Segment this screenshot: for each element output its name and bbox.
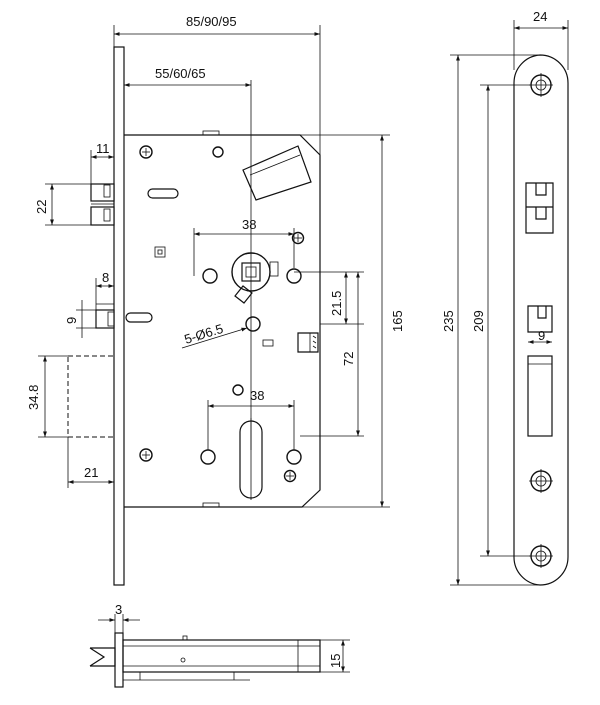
dim-handle-backset: 55/60/65 <box>155 66 206 81</box>
dim-deadlatch-projection: 8 <box>102 270 109 285</box>
cross-screw-icon <box>291 231 305 245</box>
deadlatch-opening <box>527 305 553 333</box>
dim-faceplate-length: 235 <box>441 310 456 332</box>
dim-bolt-throw: 21 <box>84 465 98 480</box>
dim-slot-width: 9 <box>538 328 545 343</box>
faceplate-view <box>513 54 569 586</box>
dim-spindle-offset: 21.5 <box>329 291 344 316</box>
cylinder-screw-hole <box>286 449 302 465</box>
front-faceplate <box>113 46 125 586</box>
euro-cylinder-cutout <box>239 420 263 499</box>
latch-opening <box>525 182 554 234</box>
cross-screw-icon <box>139 145 153 159</box>
lock-case <box>124 134 321 508</box>
guide-slot-lower <box>125 312 153 323</box>
faceplate-screw-hole <box>529 544 553 568</box>
latch-bolt <box>90 183 115 226</box>
faceplate-screw-hole <box>529 469 553 493</box>
faceplate-outline <box>513 54 569 586</box>
latch-lever <box>242 145 312 201</box>
dim-deadlatch-height: 9 <box>64 317 79 324</box>
bottom-view: 3 15 <box>89 602 350 688</box>
dim-distance-center: 72 <box>341 352 356 366</box>
dim-case-height: 165 <box>390 310 405 332</box>
dim-spindle-width: 38 <box>242 217 256 232</box>
dim-faceplate-width: 24 <box>533 9 547 24</box>
cross-screw-icon <box>283 469 297 483</box>
deadbolt <box>67 355 115 438</box>
front-view <box>67 46 321 586</box>
guide-slot <box>147 188 179 199</box>
spindle-follower <box>231 252 279 304</box>
faceplate-screw-hole <box>529 73 553 97</box>
dim-latch-height: 22 <box>34 200 49 214</box>
dim-case-depth: 15 <box>328 654 343 668</box>
dim-screw-holes: 5-Ø6.5 <box>182 321 224 347</box>
center-screw-hole <box>245 316 261 332</box>
handle-screw-hole <box>286 268 302 284</box>
dim-fixing-distance: 209 <box>471 310 486 332</box>
cross-screw-icon <box>139 448 153 462</box>
bolt-opening <box>527 355 553 437</box>
front-view-dimensions: 85/90/95 55/60/65 11 22 8 9 34.8 21 <box>26 14 405 508</box>
cylinder-screw-hole <box>200 449 216 465</box>
dim-bolt-height: 34.8 <box>26 385 41 410</box>
dim-cylinder-width: 38 <box>250 388 264 403</box>
dim-faceplate-thickness: 3 <box>115 602 122 617</box>
dim-backset-range: 85/90/95 <box>186 14 237 29</box>
dim-latch-projection: 11 <box>96 141 110 156</box>
handle-screw-hole <box>202 268 218 284</box>
deadlatch <box>95 303 115 329</box>
faceplate-dimensions: 24 235 209 9 <box>441 9 569 586</box>
